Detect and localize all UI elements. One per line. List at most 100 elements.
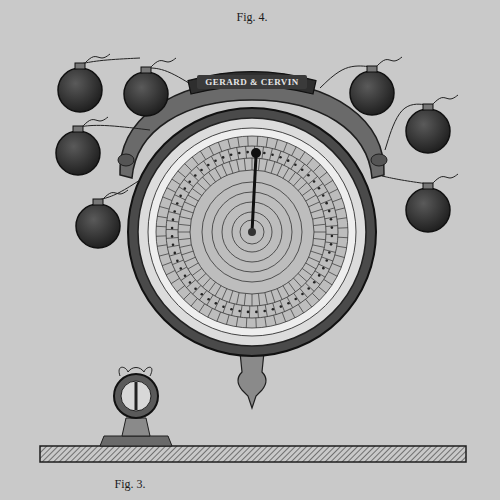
device-stand: [122, 418, 150, 436]
dial-tick: [197, 182, 206, 190]
dial-tick: [322, 257, 333, 261]
dial-tick: [307, 158, 313, 166]
dial-tick: [306, 195, 316, 201]
dial-tick: [236, 317, 238, 327]
dial-tick: [284, 155, 289, 166]
dial-tick: [305, 283, 314, 291]
dial-mark: [246, 151, 249, 154]
dial-mark: [294, 298, 297, 301]
dial-tick: [306, 263, 316, 269]
battery-jar: [382, 174, 458, 232]
dial-tick: [302, 189, 312, 196]
dial-tick: [298, 182, 307, 190]
dial-tick: [309, 202, 320, 207]
dial-tick: [283, 168, 289, 178]
jar-cap: [423, 104, 433, 110]
dial-tick: [215, 299, 220, 310]
dial-tick: [178, 171, 186, 177]
dial-tick: [337, 218, 347, 219]
plate-band: [188, 72, 316, 94]
dial-foot: [238, 352, 266, 408]
jar-cap: [141, 67, 151, 73]
dial-tick: [319, 264, 330, 269]
dial-tick: [177, 286, 185, 292]
jar-wire: [376, 57, 402, 67]
dial-tick: [172, 179, 180, 185]
dial-mark: [173, 210, 176, 213]
jar-body: [124, 72, 168, 116]
dial-tick: [171, 203, 182, 207]
dial-tick: [294, 293, 301, 303]
jar-wire: [78, 125, 150, 130]
dial-mark: [330, 243, 333, 246]
dial-tick: [275, 139, 278, 149]
dial-tick: [182, 209, 193, 213]
battery-jar: [56, 117, 150, 175]
dial-tick: [288, 282, 295, 292]
dial-tick: [291, 159, 297, 169]
dial-mark: [313, 180, 316, 183]
dial-mark: [330, 218, 333, 221]
dial-tick: [181, 274, 191, 281]
dial-tick: [287, 297, 293, 308]
dial-tick: [314, 224, 326, 225]
dial-tick: [313, 245, 325, 247]
dial-tick: [167, 188, 176, 193]
dial-mark: [272, 308, 275, 311]
dial-tick: [320, 199, 331, 204]
dial-tick: [252, 294, 253, 306]
dial-tick: [308, 176, 317, 184]
dial-mark: [179, 195, 182, 198]
device-coil: [114, 374, 158, 418]
dial-tick: [226, 315, 229, 325]
dial-tick: [309, 257, 320, 262]
dial-mark: [189, 281, 192, 284]
base-board: [40, 446, 466, 462]
dial-mark: [331, 235, 334, 238]
dial-tick: [171, 278, 179, 283]
dial-tick: [185, 164, 192, 171]
dial-tick: [191, 298, 197, 306]
dial-tick: [297, 164, 304, 173]
dial-mark: [255, 311, 258, 314]
dial-tick: [193, 285, 201, 294]
dial-mark: [238, 152, 241, 155]
dial-tick: [298, 273, 307, 281]
dial-tick: [199, 291, 206, 300]
dial-mark: [318, 274, 321, 277]
dial-tick: [222, 289, 227, 300]
dial-tick: [246, 318, 248, 328]
dial-mark: [176, 202, 179, 205]
dial-tick: [335, 208, 345, 211]
dial-tick: [258, 158, 259, 170]
dial-mark: [238, 310, 241, 313]
dial-mark: [172, 218, 175, 221]
dial-mark: [222, 305, 225, 308]
dial-tick: [192, 157, 198, 165]
dial-mark: [331, 226, 334, 229]
dial-mark: [287, 159, 290, 162]
dial-tick: [199, 304, 205, 312]
jar-cap: [423, 183, 433, 189]
device-face: [121, 381, 151, 411]
dial-tick: [280, 300, 285, 311]
dial-mark: [328, 251, 331, 254]
dial-tick: [313, 184, 323, 191]
dial-face: [156, 136, 348, 328]
dial-mark: [301, 293, 304, 296]
dial-tick: [207, 295, 213, 305]
dial-mark: [200, 169, 203, 172]
dial-tick: [166, 270, 175, 274]
dial-tick: [252, 158, 253, 170]
dial-tick: [335, 255, 345, 258]
dial-tick: [238, 137, 239, 147]
dial-ring: [138, 118, 366, 346]
jar-cap: [367, 66, 377, 72]
dial-tick: [215, 168, 221, 178]
dial-tick: [184, 292, 191, 299]
dial-tick: [265, 317, 266, 327]
dial-mark: [171, 227, 174, 230]
dial-tick: [319, 172, 327, 178]
battery-jar: [124, 58, 200, 116]
dial-tick: [314, 238, 326, 239]
